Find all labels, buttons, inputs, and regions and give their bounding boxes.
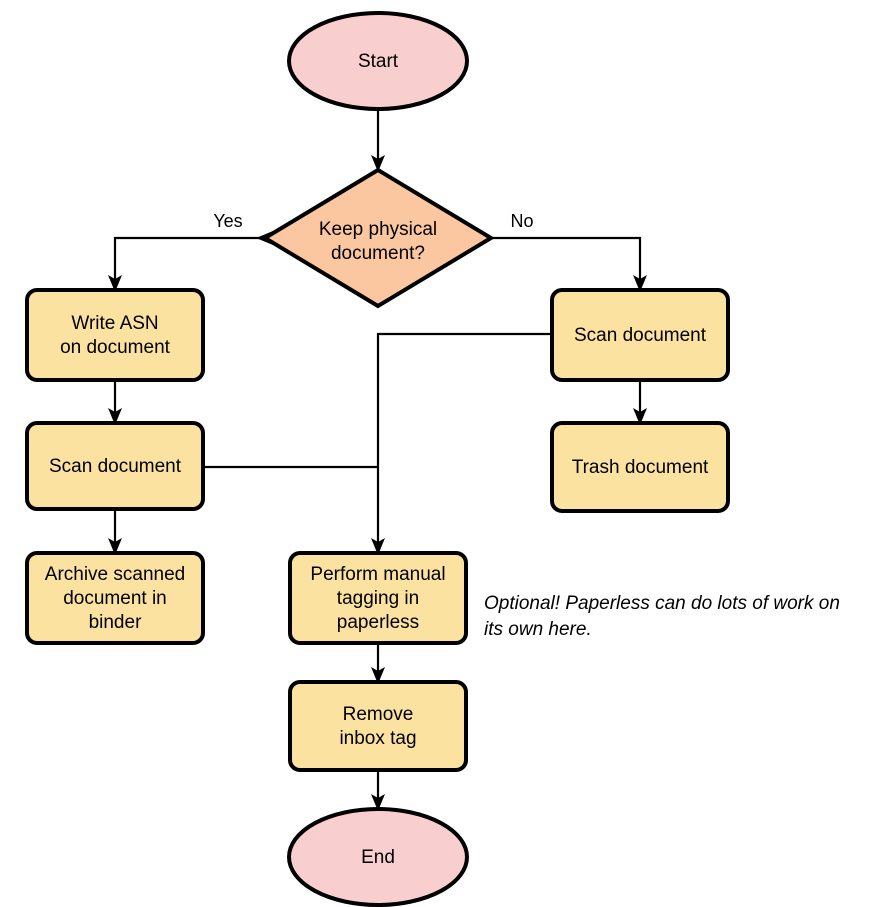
write-asn-box[interactable] bbox=[25, 288, 205, 382]
archive-label-line3: binder bbox=[89, 612, 142, 633]
edge-line bbox=[491, 236, 642, 283]
node-write-asn[interactable]: Write ASN on document bbox=[25, 288, 205, 382]
remove-inbox-tag-box[interactable] bbox=[288, 680, 468, 772]
scan-document-left-label: Scan document bbox=[49, 456, 182, 477]
arrowhead-down-icon bbox=[108, 275, 122, 292]
edge-scan-right-to-tagging bbox=[371, 332, 552, 555]
decision-label-line2: document? bbox=[331, 243, 425, 264]
archive-label-line2: document in bbox=[63, 588, 167, 609]
edge-scan-left-to-archive bbox=[108, 509, 122, 555]
end-ellipse[interactable] bbox=[287, 807, 469, 907]
node-scan-document-right[interactable]: Scan document bbox=[550, 288, 730, 382]
remove-inbox-tag-label-line1: Remove bbox=[343, 704, 414, 725]
trash-document-box[interactable] bbox=[550, 421, 730, 513]
edge-label-no: No bbox=[510, 211, 533, 231]
arrowhead-down-icon bbox=[371, 794, 385, 811]
edge-scan-right-to-trash bbox=[633, 380, 647, 425]
trash-document-label: Trash document bbox=[572, 457, 709, 478]
node-end[interactable]: End bbox=[287, 807, 469, 907]
node-layer: Start Keep physical document? Write ASN … bbox=[25, 11, 730, 907]
decision-label-line1: Keep physical bbox=[319, 219, 437, 240]
node-scan-document-left[interactable]: Scan document bbox=[25, 421, 205, 511]
node-archive-scanned-document[interactable]: Archive scanned document in binder bbox=[25, 551, 205, 645]
tagging-label-line3: paperless bbox=[337, 612, 419, 633]
tagging-label-line1: Perform manual bbox=[310, 564, 445, 585]
remove-inbox-tag-label-line2: inbox tag bbox=[339, 728, 416, 749]
edge-remove-tag-to-end bbox=[371, 770, 385, 811]
arrowhead-down-icon bbox=[108, 538, 122, 555]
node-keep-physical-document-decision[interactable]: Keep physical document? bbox=[261, 167, 495, 309]
start-ellipse[interactable] bbox=[287, 11, 469, 111]
edge-layer: Yes No bbox=[108, 109, 647, 811]
archive-label-line1: Archive scanned bbox=[45, 564, 185, 585]
node-perform-manual-tagging[interactable]: Perform manual tagging in paperless bbox=[288, 551, 468, 645]
scan-document-right-label: Scan document bbox=[574, 325, 707, 346]
arrowhead-down-icon bbox=[371, 155, 385, 172]
node-start[interactable]: Start bbox=[287, 11, 469, 111]
annotation-layer: Optional! Paperless can do lots of work … bbox=[484, 593, 840, 640]
write-asn-label-line2: on document bbox=[60, 337, 171, 358]
end-label: End bbox=[361, 847, 395, 868]
write-asn-label-line1: Write ASN bbox=[71, 313, 158, 334]
node-trash-document[interactable]: Trash document bbox=[550, 421, 730, 513]
arrowhead-down-icon bbox=[371, 667, 385, 684]
optional-note-line1: Optional! Paperless can do lots of work … bbox=[484, 593, 840, 614]
scan-document-right-box[interactable] bbox=[550, 288, 730, 382]
tagging-box[interactable] bbox=[288, 551, 468, 645]
arrowhead-down-icon bbox=[633, 275, 647, 292]
edge-write-asn-to-scan-left bbox=[108, 380, 122, 425]
optional-note-line2: its own here. bbox=[484, 619, 592, 640]
edge-tagging-to-remove-tag bbox=[371, 643, 385, 684]
tagging-label-line2: tagging in bbox=[337, 588, 419, 609]
edge-line bbox=[376, 332, 552, 546]
edge-label-yes: Yes bbox=[213, 211, 242, 231]
start-label: Start bbox=[358, 51, 399, 72]
node-remove-inbox-tag[interactable]: Remove inbox tag bbox=[288, 680, 468, 772]
edge-line bbox=[113, 236, 265, 283]
edge-decision-to-scan-right: No bbox=[491, 211, 647, 292]
arrowhead-down-icon bbox=[633, 408, 647, 425]
edge-decision-to-write-asn: Yes bbox=[108, 211, 273, 292]
arrowhead-down-icon bbox=[108, 408, 122, 425]
edge-start-to-decision bbox=[371, 109, 385, 172]
decision-diamond[interactable] bbox=[261, 167, 495, 309]
arrowhead-down-icon bbox=[371, 538, 385, 555]
archive-box[interactable] bbox=[25, 551, 205, 645]
scan-document-left-box[interactable] bbox=[25, 421, 205, 511]
